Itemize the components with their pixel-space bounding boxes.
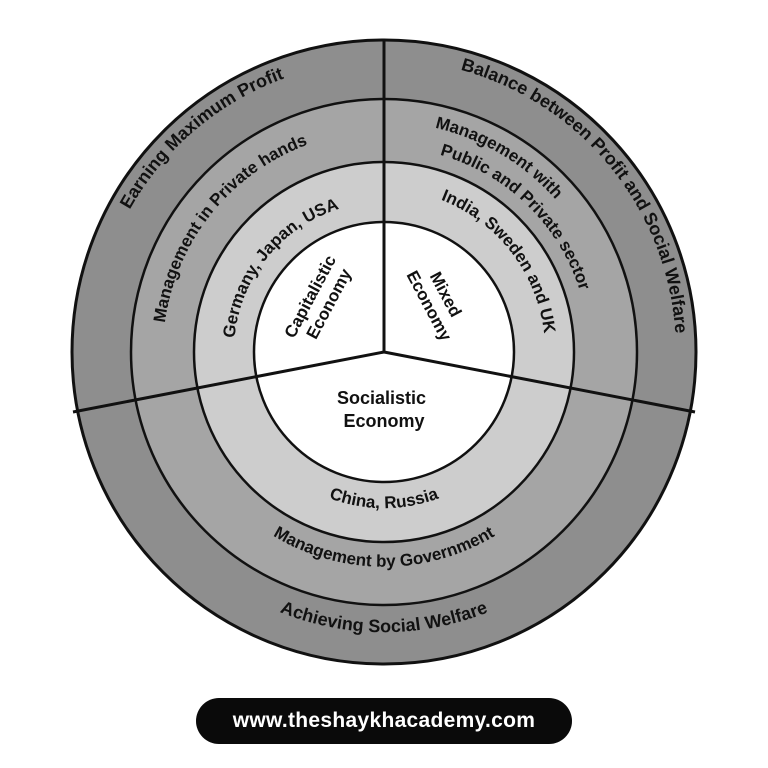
divider-left: [72, 350, 385, 414]
website-url-badge: www.theshaykhacademy.com: [196, 698, 572, 744]
divider-right: [383, 350, 696, 414]
website-url: www.theshaykhacademy.com: [232, 709, 536, 732]
socialistic-economy-label: Socialistic Economy: [337, 388, 431, 431]
